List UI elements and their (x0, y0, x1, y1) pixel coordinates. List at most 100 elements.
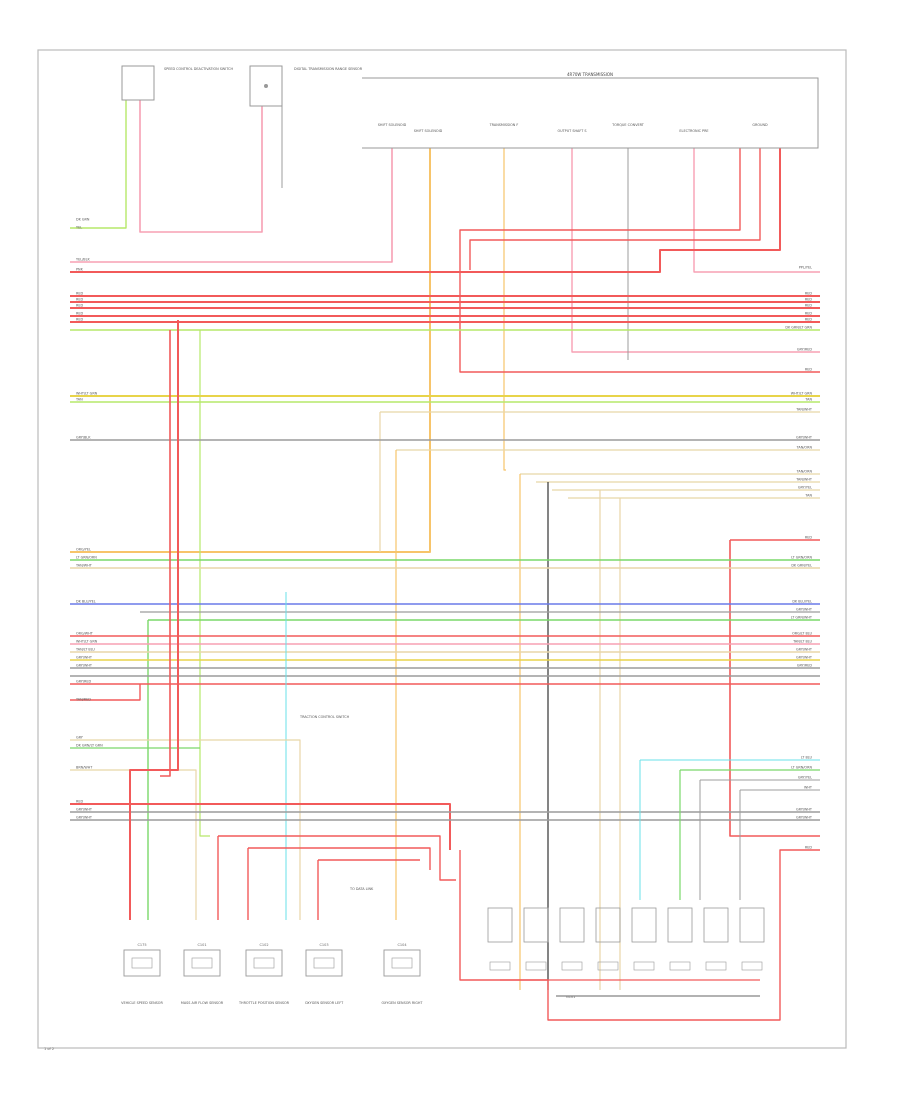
bottom-sensor-box (383, 949, 421, 977)
wire-layer (70, 100, 820, 1021)
connector-label: C103 (319, 943, 328, 947)
wire-ground-1 (459, 148, 820, 373)
pcm-box (362, 77, 819, 149)
connector-label: C104 (397, 943, 407, 947)
bottom-sensor-connector (391, 957, 413, 969)
right-wire-label: TAN/WHT (795, 408, 813, 412)
right-wire-label: RED (805, 298, 812, 302)
right-wire-label: DK BLU/YEL (792, 600, 812, 604)
data-link-label: TO DATA LINK (349, 887, 374, 891)
bottom-component-label: OXYGEN SENSOR LEFT (305, 1001, 344, 1005)
transmission-range-sensor-label: DIGITAL TRANSMISSION RANGE SENSOR (294, 67, 363, 71)
bottom-component-label: MASS AIR FLOW SENSOR (181, 1001, 224, 1005)
right-wire-label: GRY/WHT (796, 808, 813, 812)
pcm-pin-label: SHIFT SOLENOID (414, 129, 443, 133)
right-wire-label: RED (805, 368, 812, 372)
right-wire-label: LT GRN/WHT (791, 616, 813, 620)
left-wire-label: WHT/LT GRN (76, 640, 98, 644)
right-wire-label: ORG/LT BLU (792, 632, 812, 636)
left-wire-label: TAN (75, 398, 83, 402)
right-wire-label: GRY/WHT (796, 656, 813, 660)
bottom-sensor-box (245, 949, 283, 977)
bottom-sensor-box (183, 949, 221, 977)
wire-gry (70, 739, 301, 920)
right-wire-label: RED (805, 292, 812, 296)
wire-org-yel (70, 148, 431, 553)
left-wire-label: GRY/RED (76, 680, 91, 684)
right-wire-label: TAN (804, 398, 812, 402)
left-wire-label: RED (76, 312, 83, 316)
left-wire-label: GRY/WHT (76, 664, 93, 668)
right-wire-label: TAN/ORN (796, 446, 813, 450)
solenoid-box (523, 907, 549, 943)
solenoid-connector (489, 961, 511, 971)
left-wire-label: TAN/WHT (75, 564, 93, 568)
right-wire-label: GRY/RED (797, 664, 812, 668)
pcm-pin-label: TORQUE CONVERT (611, 123, 645, 127)
pcm-pin-label: GROUND (752, 123, 768, 127)
bottom-sensor-connector (131, 957, 153, 969)
pcm-pin-label: SHIFT SOLENOID (378, 123, 407, 127)
left-wire-label: BRN/WHT (76, 766, 93, 770)
left-wire-label: ORG/WHT (76, 632, 94, 636)
right-wire-label: RED (805, 536, 812, 540)
label-layer: SPEED CONTROL DEACTIVATION SWITCH DIGITAL… (44, 67, 813, 1051)
wire-oss (571, 148, 820, 353)
right-wire-label: LT GRN/ORN (791, 766, 812, 770)
wire-ground-3 (70, 148, 781, 273)
left-wire-label: RED (76, 292, 83, 296)
left-wire-label: YEL/BLK (76, 258, 90, 262)
right-wire-label: RED (805, 312, 812, 316)
wire-red-drop-a (129, 320, 179, 920)
solenoid-box (631, 907, 657, 943)
wire-red-lower (70, 803, 451, 850)
bottom-component-label: VEHICLE SPEED SENSOR (121, 1001, 163, 1005)
right-wire-label: DK GRN/YEL (791, 564, 812, 568)
solenoid-connector (705, 961, 727, 971)
connector-label: C101 (197, 943, 206, 947)
left-wire-label: LT GRN/ORN (76, 556, 97, 560)
right-wire-label: GRY/WHT (796, 436, 813, 440)
right-wire-label: GRY/WHT (796, 816, 813, 820)
solenoid-connector (597, 961, 619, 971)
right-wire-label: PPL/YEL (799, 266, 812, 270)
left-wire-label: YEL (76, 226, 82, 230)
bottom-sensor-box (123, 949, 161, 977)
right-wire-label: LT GRN/ORN (791, 556, 812, 560)
speed-control-switch-box (121, 65, 155, 101)
left-wire-label: RED (76, 800, 83, 804)
right-wire-label: GRY/WHT (796, 608, 813, 612)
pcm-pin-label: OUTPUT SHAFT S (557, 129, 586, 133)
wire-dk-grn-drop (199, 330, 210, 837)
component-layer (121, 65, 819, 977)
solenoid-connector (669, 961, 691, 971)
wire-ppl-yel (70, 148, 393, 263)
wire-red-loop (218, 835, 456, 881)
left-wire-label: WHT/LT GRN (76, 392, 98, 396)
right-wire-label: DK GRN/LT GRN (785, 326, 812, 330)
right-wire-label: RED (805, 318, 812, 322)
connector-label: C102 (259, 943, 268, 947)
right-wire-label: GRY/YEL (798, 776, 812, 780)
wire-ground-2 (469, 148, 761, 270)
diagram-title: 4R70W TRANSMISSION (567, 72, 613, 77)
left-wire-label: GRY/BLK (76, 436, 91, 440)
speed-control-switch-label: SPEED CONTROL DEACTIVATION SWITCH (164, 67, 234, 71)
right-wire-label: TAN (804, 494, 812, 498)
solenoid-box (559, 907, 585, 943)
page-footer: 1 of 2 (44, 1047, 54, 1051)
transmission-range-sensor-box (249, 65, 283, 107)
right-wire-label: GRY/WHT (796, 648, 813, 652)
right-wire-label: RED (805, 846, 812, 850)
wire-red-drop-b (160, 330, 171, 777)
wire-red-ground (459, 849, 820, 1021)
left-wire-label: TAN/LT BLU (75, 648, 95, 652)
right-wire-label: RED (805, 304, 812, 308)
solenoid-connector (633, 961, 655, 971)
bottom-sensor-box (305, 949, 343, 977)
solenoid-connector (525, 961, 547, 971)
bottom-sensor-connector (253, 957, 275, 969)
right-wire-label: WHT (804, 786, 813, 790)
solenoid-connector (561, 961, 583, 971)
